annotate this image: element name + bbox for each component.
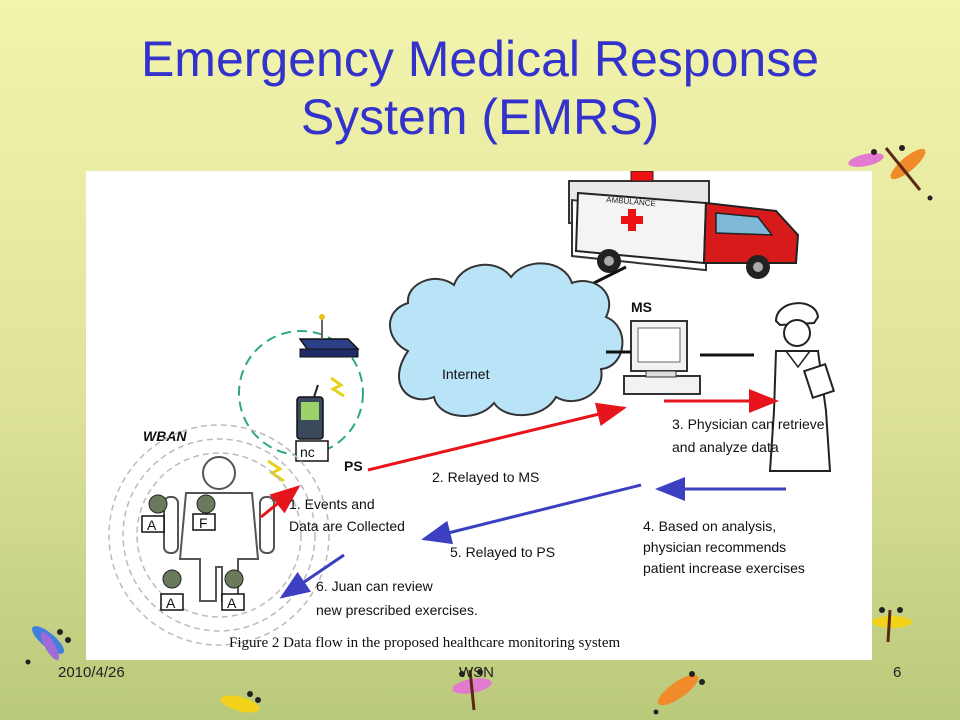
step4-line3: patient increase exercises [643,560,805,576]
step3-line1: 3. Physician can retrieve [672,416,825,432]
dragonfly-icon [452,669,492,711]
footer-center: WSN [459,664,494,681]
sensor-label-a: A [147,517,157,533]
step3-line2: and analyze data [672,439,779,455]
nc-label: nc [300,444,315,460]
step1-line1: 1. Events and [289,496,375,512]
sensor-node: A [141,494,168,533]
healthcare-diagram: AMBULANCE Internet MS [86,171,872,660]
wban-range-circles [108,424,330,646]
sensor-label-a: A [166,595,176,611]
ambulance-icon: AMBULANCE [568,171,800,279]
dragonfly-icon [872,607,912,643]
wban-label: WBAN [143,428,187,444]
arrow-step1 [260,485,301,519]
dragonfly-icon [220,691,261,713]
dragonfly-icon [25,626,71,665]
step5-text: 5. Relayed to PS [450,544,555,560]
step2-text: 2. Relayed to MS [432,469,539,485]
step4-line1: 4. Based on analysis, [643,518,776,534]
footer-date: 2010/4/26 [58,664,125,681]
ms-label: MS [631,299,652,315]
pda-icon [296,384,324,440]
internet-cloud: Internet [389,262,624,417]
step1-line2: Data are Collected [289,518,405,534]
router-icon [298,314,360,358]
sensor-label-a: A [227,595,237,611]
step6-line1: 6. Juan can review [316,578,434,594]
page-number: 6 [893,664,902,681]
sensor-node: A [221,569,245,611]
step4-line2: physician recommends [643,539,786,555]
slide-title: Emergency Medical Response System (EMRS) [0,30,960,146]
title-line-2: System (EMRS) [300,89,660,145]
title-line-1: Emergency Medical Response [140,31,820,87]
arrow-step5 [421,483,642,545]
dragonfly-icon [848,145,933,201]
internet-label: Internet [442,366,490,382]
figure-caption: Figure 2 Data flow in the proposed healt… [229,635,620,651]
step6-line2: new prescribed exercises. [316,602,478,618]
computer-icon [623,320,701,395]
arrow-step6 [279,553,345,599]
physician-icon [768,302,836,472]
sensor-node: F [192,494,216,531]
sensor-label-f: F [199,515,208,531]
dragonfly-icon [653,671,705,715]
signal-icon [329,376,345,398]
arrow-step2 [367,402,627,472]
nc-box [295,440,329,462]
ambulance-label: AMBULANCE [606,195,656,208]
sensor-node: A [160,569,184,611]
ps-label: PS [344,458,363,474]
